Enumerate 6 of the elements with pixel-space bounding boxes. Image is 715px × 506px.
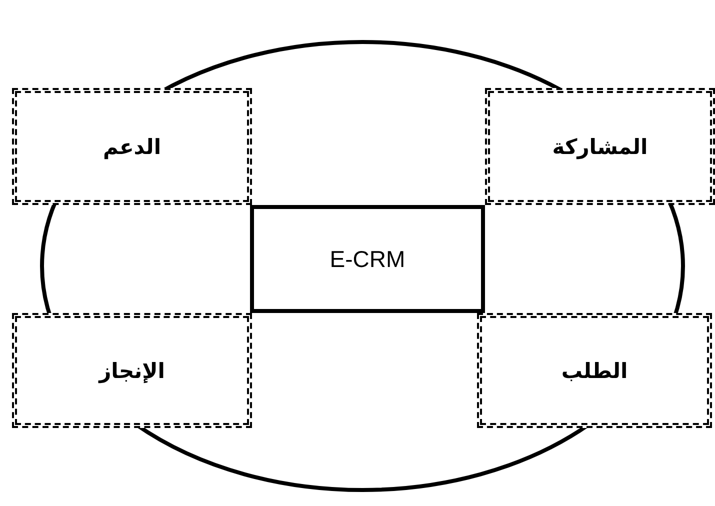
center-box: E-CRM	[250, 205, 485, 313]
dashed-box: المشاركة	[485, 88, 715, 205]
dashed-box: الإنجاز	[12, 313, 252, 428]
dashed-box: الدعم	[12, 88, 252, 205]
dashed-box: الطلب	[477, 313, 712, 428]
ellipse-outline	[40, 40, 685, 492]
